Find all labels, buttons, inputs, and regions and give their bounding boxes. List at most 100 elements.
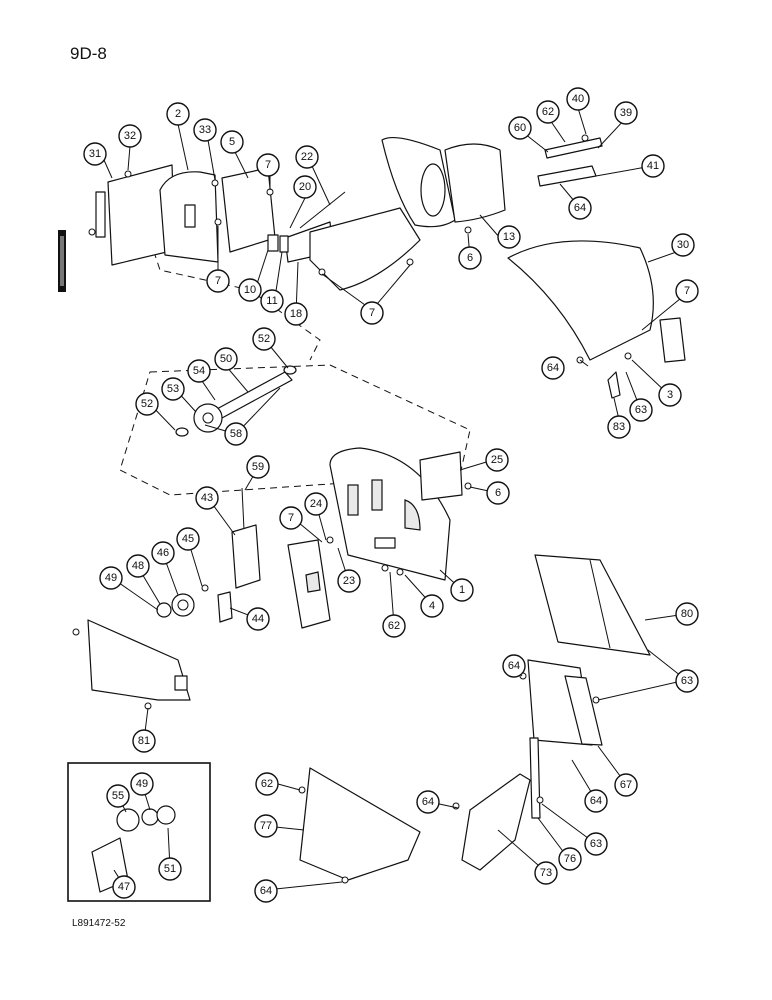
svg-text:64: 64 (508, 660, 520, 672)
callout-11: 11 (260, 289, 284, 313)
callout-58: 58 (224, 422, 248, 446)
callout-83: 83 (607, 415, 631, 439)
part-77-panel (299, 767, 421, 881)
callout-67: 67 (614, 773, 638, 797)
callout-10: 10 (238, 278, 262, 302)
callout-63: 63 (584, 832, 608, 856)
callout-64: 64 (568, 196, 592, 220)
svg-text:47: 47 (118, 881, 130, 893)
callout-18: 18 (284, 302, 308, 326)
callout-41: 41 (641, 154, 665, 178)
drawing-id: L891472-52 (72, 918, 126, 929)
part-55-ring (116, 808, 140, 832)
part-1-side-plate (329, 447, 451, 581)
part-43-plate (231, 524, 261, 589)
page-code: 9D-8 (70, 44, 107, 63)
part-81-shield (87, 619, 191, 701)
callout-7: 7 (675, 279, 699, 303)
callout-30: 30 (671, 233, 695, 257)
svg-text:4: 4 (429, 600, 435, 612)
part-30-cover (507, 240, 654, 361)
part-44-plate (217, 591, 233, 623)
svg-text:2: 2 (175, 108, 181, 120)
callout-7: 7 (206, 269, 230, 293)
callout-49: 49 (130, 772, 154, 796)
svg-text:63: 63 (635, 404, 647, 416)
part-39-strip (537, 165, 597, 187)
part-73-bracket (461, 773, 531, 871)
part-3-strip (659, 317, 686, 363)
svg-text:64: 64 (590, 795, 602, 807)
callout-40: 40 (566, 87, 590, 111)
svg-text:5: 5 (229, 136, 235, 148)
callout-60: 60 (508, 116, 532, 140)
svg-text:20: 20 (299, 181, 311, 193)
svg-text:10: 10 (244, 284, 256, 296)
callout-50: 50 (214, 347, 238, 371)
part-48-collar (156, 602, 172, 618)
svg-text:64: 64 (260, 885, 272, 897)
svg-text:52: 52 (141, 398, 153, 410)
svg-text:67: 67 (620, 779, 632, 791)
callout-22: 22 (295, 145, 319, 169)
svg-text:32: 32 (124, 130, 136, 142)
callout-6: 6 (458, 246, 482, 270)
callout-73: 73 (534, 861, 558, 885)
callout-43: 43 (195, 486, 219, 510)
svg-text:60: 60 (514, 122, 526, 134)
callout-76: 76 (558, 847, 582, 871)
svg-text:33: 33 (199, 124, 211, 136)
svg-text:46: 46 (157, 547, 169, 559)
part-5-plate (221, 167, 276, 253)
part-76-strip (529, 737, 541, 819)
callout-63: 63 (629, 398, 653, 422)
inset-box (67, 762, 211, 902)
part-trough (309, 207, 421, 291)
callout-4: 4 (420, 594, 444, 618)
svg-text:24: 24 (310, 498, 322, 510)
assembly-guide-shaft (119, 364, 471, 496)
svg-text:63: 63 (681, 675, 693, 687)
callout-48: 48 (126, 554, 150, 578)
callout-44: 44 (246, 607, 270, 631)
callout-2: 2 (166, 102, 190, 126)
callout-33: 33 (193, 118, 217, 142)
svg-text:51: 51 (164, 863, 176, 875)
callout-46: 46 (151, 541, 175, 565)
svg-text:76: 76 (564, 853, 576, 865)
callout-49: 49 (99, 566, 123, 590)
callout-64: 64 (416, 790, 440, 814)
callout-64: 64 (541, 356, 565, 380)
svg-text:48: 48 (132, 560, 144, 572)
svg-text:25: 25 (491, 454, 503, 466)
svg-text:31: 31 (89, 148, 101, 160)
svg-text:64: 64 (547, 362, 559, 374)
callout-51: 51 (158, 857, 182, 881)
callout-64: 64 (584, 789, 608, 813)
svg-text:18: 18 (290, 308, 302, 320)
svg-text:7: 7 (215, 275, 221, 287)
svg-text:45: 45 (182, 533, 194, 545)
callout-20: 20 (293, 175, 317, 199)
callout-23: 23 (337, 569, 361, 593)
svg-text:7: 7 (288, 512, 294, 524)
callout-62: 62 (536, 100, 560, 124)
part-83-clip (607, 371, 621, 399)
svg-text:41: 41 (647, 160, 659, 172)
callout-6: 6 (486, 481, 510, 505)
svg-text:40: 40 (572, 93, 584, 105)
callout-54: 54 (187, 359, 211, 383)
svg-text:63: 63 (590, 838, 602, 850)
callout-64: 64 (502, 654, 526, 678)
callout-52: 52 (252, 327, 276, 351)
part-80-panel (534, 554, 651, 656)
callout-39: 39 (614, 101, 638, 125)
part-59-bolt (241, 487, 245, 531)
callout-63: 63 (675, 669, 699, 693)
callout-13: 13 (497, 225, 521, 249)
callout-80: 80 (675, 602, 699, 626)
svg-text:11: 11 (266, 295, 277, 307)
svg-text:73: 73 (540, 867, 552, 879)
part-50-shaft (214, 371, 293, 419)
